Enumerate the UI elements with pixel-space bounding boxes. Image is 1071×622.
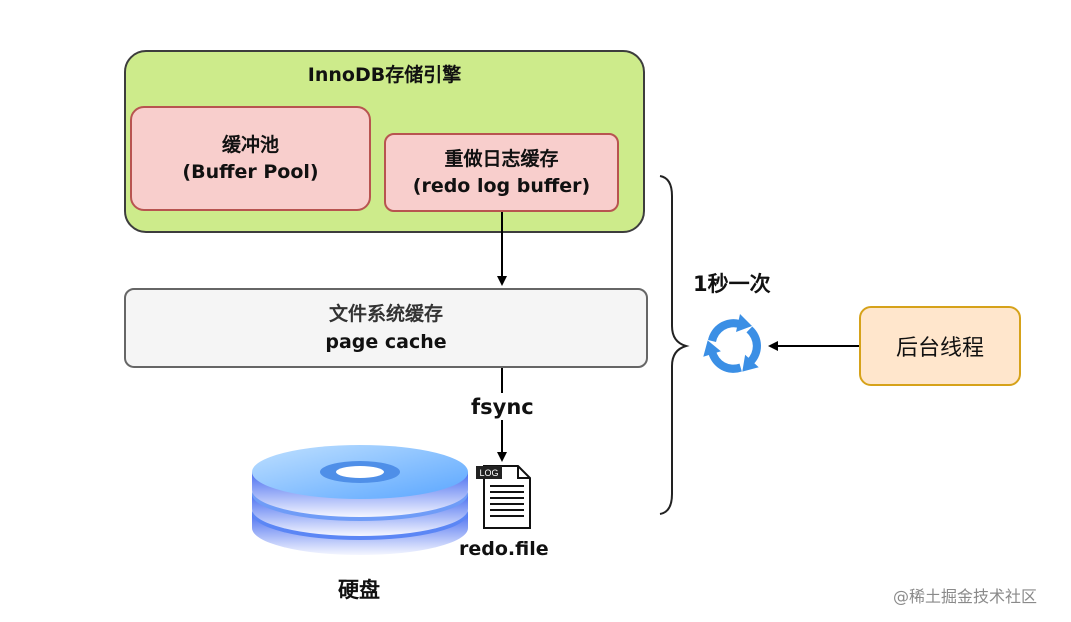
page-cache-title: 文件系统缓存 bbox=[328, 303, 443, 325]
right-brace bbox=[659, 175, 690, 515]
redo-file-label: redo.file bbox=[459, 538, 549, 560]
innodb-engine-title: InnoDB存储引擎 bbox=[307, 64, 462, 86]
frequency-label: 1秒一次 bbox=[693, 272, 771, 296]
buffer-pool-box: 缓冲池 (Buffer Pool) bbox=[130, 106, 371, 211]
hard-disk-icon bbox=[252, 445, 468, 555]
watermark: @稀土掘金技术社区 bbox=[893, 587, 1038, 606]
background-thread-label: 后台线程 bbox=[895, 336, 984, 361]
buffer-pool-subtitle: (Buffer Pool) bbox=[182, 160, 319, 183]
log-file-icon: LOG bbox=[476, 465, 531, 529]
buffer-pool-title: 缓冲池 bbox=[221, 133, 279, 156]
log-badge-text: LOG bbox=[479, 468, 498, 478]
fsync-label: fsync bbox=[471, 395, 534, 419]
cycle-arrows-icon bbox=[703, 314, 761, 373]
redo-log-buffer-subtitle: (redo log buffer) bbox=[412, 174, 591, 197]
page-cache-box: 文件系统缓存 page cache bbox=[124, 288, 648, 368]
disk-label: 硬盘 bbox=[338, 578, 380, 602]
redo-log-buffer-box: 重做日志缓存 (redo log buffer) bbox=[384, 133, 619, 212]
page-cache-subtitle: page cache bbox=[325, 331, 447, 353]
redo-log-buffer-title: 重做日志缓存 bbox=[444, 147, 559, 170]
background-thread-box: 后台线程 bbox=[859, 306, 1021, 386]
